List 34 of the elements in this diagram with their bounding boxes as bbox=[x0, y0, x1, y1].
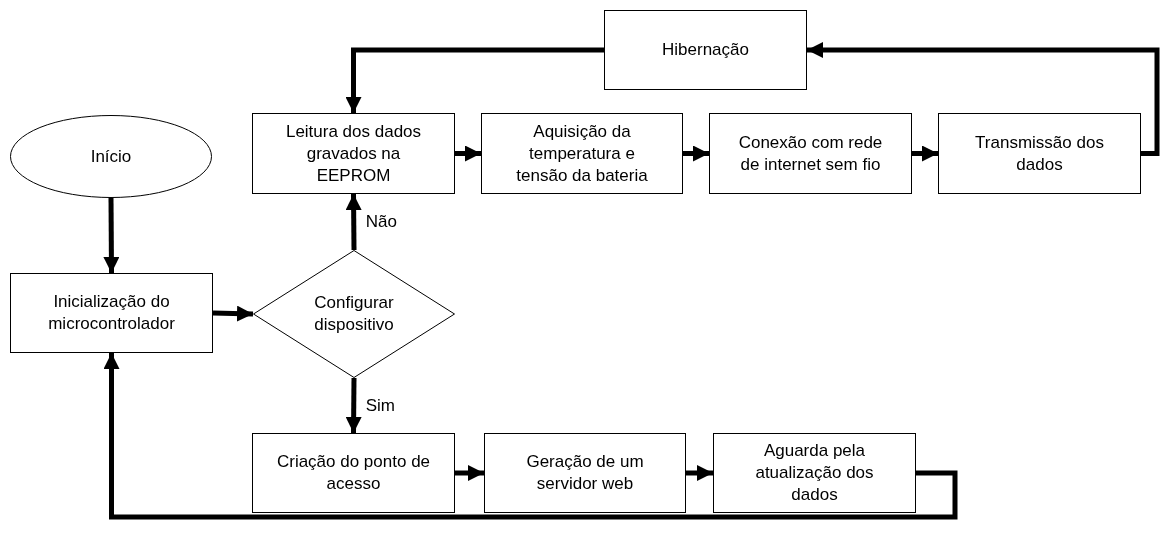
process-box bbox=[938, 113, 1141, 194]
process-box bbox=[481, 113, 683, 194]
arrow bbox=[455, 145, 481, 162]
start-ellipse bbox=[10, 115, 212, 198]
arrow bbox=[683, 145, 709, 162]
node-label: Configurar dispositivo bbox=[313, 292, 395, 336]
arrow bbox=[345, 193, 362, 251]
node-label: Geração de um servidor web bbox=[525, 451, 645, 495]
node-label: Início bbox=[89, 145, 133, 168]
process-box bbox=[252, 433, 455, 513]
process-box bbox=[713, 433, 916, 513]
node-label: Criação do ponto de acesso bbox=[275, 451, 432, 495]
process-box bbox=[10, 273, 213, 353]
node-label: Transmissão dos dados bbox=[974, 131, 1105, 176]
node-label: Leitura dos dados gravados na EEPROM bbox=[284, 120, 423, 187]
node-label: Aquisição da temperatura e tensão da bateria bbox=[515, 120, 649, 187]
node-label: Hibernação bbox=[661, 39, 750, 61]
arrow bbox=[686, 465, 713, 481]
arrow bbox=[345, 47, 604, 113]
arrow bbox=[455, 465, 484, 481]
process-box bbox=[709, 113, 912, 194]
arrow bbox=[345, 377, 362, 434]
process-box bbox=[252, 113, 455, 194]
arrow bbox=[212, 305, 254, 322]
process-box bbox=[604, 10, 807, 90]
arrow bbox=[103, 198, 120, 273]
process-box bbox=[484, 433, 686, 513]
decision-diamond bbox=[253, 250, 455, 378]
arrow bbox=[807, 42, 1160, 156]
arrow bbox=[912, 145, 938, 162]
node-label: Inicialização do microcontrolador bbox=[47, 291, 176, 335]
arrow bbox=[103, 353, 958, 520]
node-label: Conexão com rede de internet sem fio bbox=[737, 131, 884, 176]
node-label: Aguarda pela atualização dos dados bbox=[754, 440, 875, 506]
